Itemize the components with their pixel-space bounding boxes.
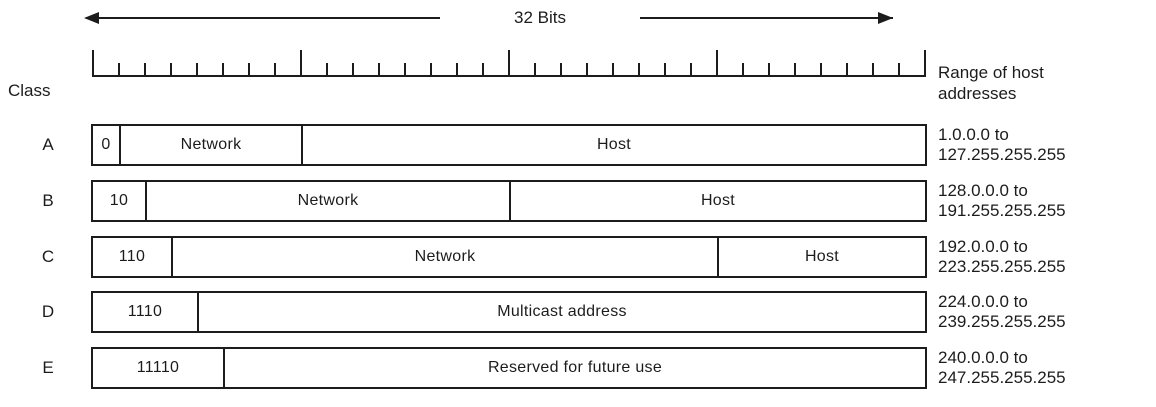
ruler-tick [456,63,458,77]
field-cell: Network [119,126,301,164]
ruler-tick [872,63,874,77]
range-line2: 191.255.255.255 [938,201,1066,220]
arrow-left-icon [84,12,99,24]
range-header-line2: addresses [938,84,1017,103]
class-column-header: Class [8,81,51,100]
ruler-tick [274,63,276,77]
ruler-tick [794,63,796,77]
ruler-tick [768,63,770,77]
ruler-tick [300,50,302,77]
range-line1: 224.0.0.0 to [938,292,1028,311]
host-address-range: 224.0.0.0 to 239.255.255.255 [938,291,1066,333]
range-line2: 239.255.255.255 [938,312,1066,331]
ruler-tick [638,63,640,77]
field-cell: 10 [109,192,129,209]
address-structure-box: 1110 Multicast address [91,291,927,333]
field-cell: Multicast address [197,293,925,331]
field-cell: Network [145,182,509,220]
ruler-tick [664,63,666,77]
ruler-tick [326,63,328,77]
range-line2: 223.255.255.255 [938,257,1066,276]
ruler-tick [690,63,692,77]
ruler-tick [560,63,562,77]
range-header-line1: Range of host [938,63,1044,82]
ruler-tick [586,63,588,77]
bits-label: 32 Bits [440,8,640,28]
ruler-tick [222,63,224,77]
bit-ruler [92,50,927,77]
ruler-tick [742,63,744,77]
range-line2: 127.255.255.255 [938,145,1066,164]
arrow-right-icon [878,12,893,24]
ruler-tick [820,63,822,77]
ruler-tick [508,50,510,77]
ruler-tick [378,63,380,77]
ruler-tick [482,63,484,77]
field-cell: Network [171,238,717,276]
class-letter: E [42,358,54,377]
range-line1: 1.0.0.0 to [938,125,1009,144]
host-address-range: 240.0.0.0 to 247.255.255.255 [938,347,1066,389]
class-letter: B [42,191,54,210]
ruler-tick [846,63,848,77]
class-row: E 11110 Reserved for future use 240.0.0.0… [0,347,1156,389]
field-cell: Reserved for future use [223,349,925,387]
ruler-tick [92,50,94,77]
ruler-tick [352,63,354,77]
class-letter: D [41,302,55,321]
class-row: D 1110 Multicast address 224.0.0.0 to 239… [0,291,1156,333]
ruler-tick [898,63,900,77]
ruler-tick [534,63,536,77]
ruler-tick [248,63,250,77]
class-letter: C [41,247,55,266]
ruler-tick [716,50,718,77]
field-cell: 110 [118,248,146,265]
ruler-tick [404,63,406,77]
ruler-tick [924,50,926,77]
range-line1: 128.0.0.0 to [938,181,1028,200]
host-address-range: 192.0.0.0 to 223.255.255.255 [938,236,1066,278]
address-structure-box: 11110 Reserved for future use [91,347,927,389]
range-line1: 192.0.0.0 to [938,237,1028,256]
host-address-range: 1.0.0.0 to 127.255.255.255 [938,124,1066,166]
ruler-tick [144,63,146,77]
range-line2: 247.255.255.255 [938,368,1066,387]
range-line1: 240.0.0.0 to [938,348,1028,367]
host-address-range: 128.0.0.0 to 191.255.255.255 [938,180,1066,222]
ruler-tick [170,63,172,77]
field-cell: 1110 [127,303,163,320]
ruler-tick [196,63,198,77]
ruler-tick [612,63,614,77]
class-letter: A [42,135,54,154]
field-cell: Host [301,126,925,164]
field-cell: Host [717,238,925,276]
field-cell: 11110 [136,359,180,376]
ruler-tick [430,63,432,77]
field-cell: 0 [101,136,111,153]
field-cell: Host [509,182,925,220]
range-column-header: Range of host addresses [938,62,1044,104]
ruler-tick [118,63,120,77]
